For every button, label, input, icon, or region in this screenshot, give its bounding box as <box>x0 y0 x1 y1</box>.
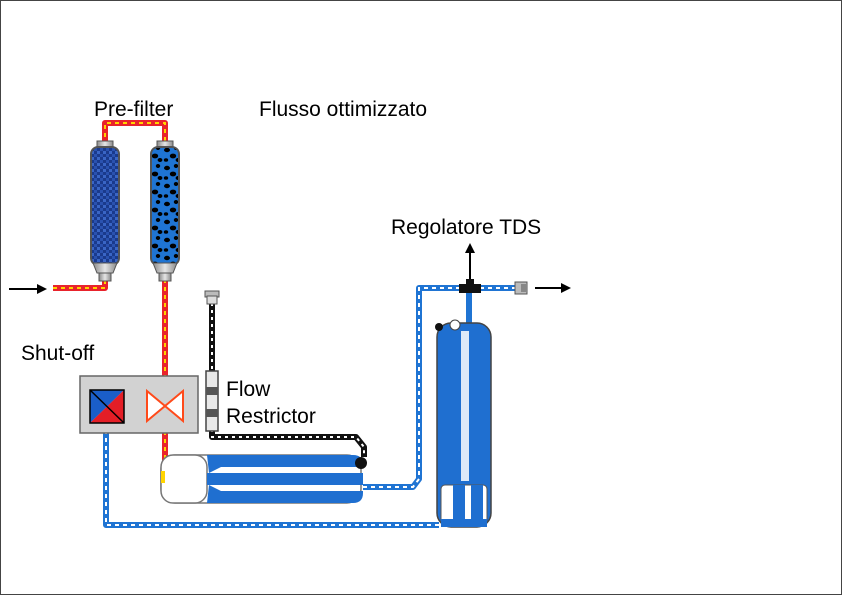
flow-restrictor-label-line2: Restrictor <box>226 405 316 428</box>
shutoff-valve <box>79 375 199 434</box>
purified-water-line <box>103 285 521 528</box>
waste-water-line <box>209 303 367 457</box>
prefilter-sediment <box>90 140 120 282</box>
tds-arrow <box>465 243 475 279</box>
shutoff-valve-symbol <box>146 388 184 424</box>
tds-regulator-label: Regolatore TDS <box>391 216 542 239</box>
mode-title: Flusso ottimizzato <box>259 98 428 121</box>
membrane-housing <box>160 454 367 504</box>
shutoff-label: Shut-off <box>21 342 95 365</box>
shutoff-indicator <box>89 389 125 424</box>
inlet-arrow <box>9 284 47 294</box>
outlet-arrow <box>535 283 571 293</box>
tap-water-line <box>53 120 168 469</box>
outlet-fitting <box>514 281 528 295</box>
flow-restrictor <box>204 290 220 432</box>
storage-tank <box>435 319 492 528</box>
prefilter-label: Pre-filter <box>94 98 174 121</box>
prefilter-carbon <box>150 140 180 282</box>
flow-restrictor-label-line1: Flow <box>226 378 271 401</box>
tds-tee <box>459 279 481 293</box>
